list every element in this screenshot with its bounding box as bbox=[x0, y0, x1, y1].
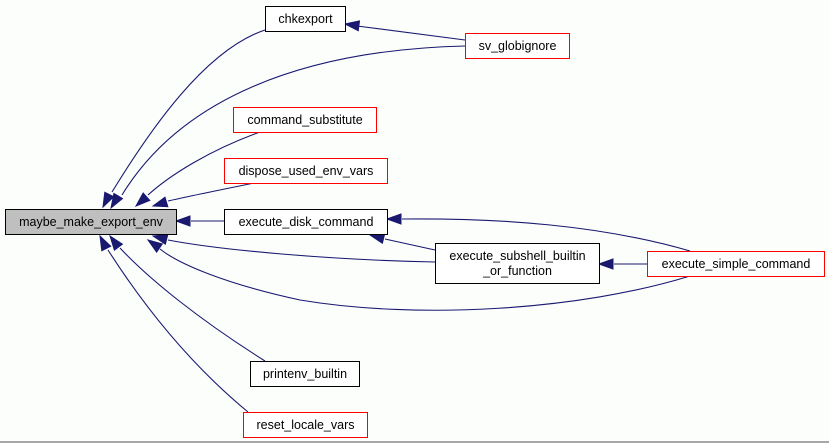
node-box[interactable] bbox=[224, 158, 388, 184]
edge-sv_globignore-to-maybe_make_export_env bbox=[110, 45, 466, 210]
nodes-layer: maybe_make_export_env chkexport sv_globign… bbox=[5, 6, 825, 438]
arrowhead-icon bbox=[134, 192, 151, 207]
arrowhead-icon bbox=[151, 196, 169, 208]
arrowhead-icon bbox=[151, 233, 169, 246]
node-label: sv_globignore bbox=[479, 39, 557, 53]
node-box[interactable] bbox=[243, 412, 368, 438]
node-label: _or_function bbox=[482, 264, 552, 278]
edge-execute_subshell_builtin_or_function-to-maybe_make_export_env bbox=[151, 233, 436, 263]
edge-execute_simple_command-to-execute_subshell_builtin_or_function bbox=[597, 258, 647, 270]
node-label: maybe_make_export_env bbox=[19, 215, 164, 229]
arrowhead-icon bbox=[109, 234, 124, 252]
node-label: execute_disk_command bbox=[239, 215, 374, 229]
edge-line bbox=[119, 247, 266, 362]
edge-execute_disk_command-to-maybe_make_export_env bbox=[174, 215, 224, 227]
arrowhead-icon bbox=[597, 258, 614, 270]
node-box[interactable] bbox=[465, 33, 570, 59]
node-label: execute_subshell_builtin bbox=[449, 249, 585, 263]
bottom-divider bbox=[0, 441, 829, 443]
edge-line bbox=[107, 249, 249, 413]
edge-line bbox=[111, 29, 266, 193]
node-dispose-used-env-vars[interactable]: dispose_used_env_vars bbox=[224, 158, 388, 184]
node-printenv-builtin[interactable]: printenv_builtin bbox=[250, 361, 360, 387]
node-label: printenv_builtin bbox=[263, 367, 347, 381]
arrowhead-icon bbox=[110, 192, 124, 210]
node-box[interactable] bbox=[233, 107, 377, 133]
edges-layer bbox=[99, 20, 691, 413]
node-label: chkexport bbox=[278, 12, 333, 26]
edge-line bbox=[401, 218, 691, 252]
edge-command_substitute-to-maybe_make_export_env bbox=[134, 131, 261, 207]
node-box[interactable] bbox=[5, 209, 177, 235]
edge-printenv_builtin-to-maybe_make_export_env bbox=[109, 234, 266, 362]
edge-line bbox=[167, 239, 436, 263]
arrowhead-icon bbox=[99, 234, 112, 252]
node-box[interactable] bbox=[435, 243, 600, 284]
node-box[interactable] bbox=[265, 6, 346, 32]
node-label: dispose_used_env_vars bbox=[239, 164, 374, 178]
arrowhead-icon bbox=[385, 213, 402, 225]
edge-execute_simple_command-to-maybe_make_export_env bbox=[146, 239, 691, 311]
node-reset-locale-vars[interactable]: reset_locale_vars bbox=[243, 412, 368, 438]
node-label: execute_simple_command bbox=[662, 257, 811, 271]
arrowhead-icon bbox=[146, 239, 164, 253]
edge-line bbox=[167, 182, 255, 202]
edge-dispose_used_env_vars-to-maybe_make_export_env bbox=[151, 182, 255, 208]
node-execute-subshell-builtin-or-function[interactable]: execute_subshell_builtin_or_function bbox=[435, 243, 600, 284]
edge-line bbox=[356, 25, 466, 41]
node-command-substitute[interactable]: command_substitute bbox=[233, 107, 377, 133]
edge-chkexport-to-maybe_make_export_env bbox=[102, 29, 266, 209]
edge-reset_locale_vars-to-maybe_make_export_env bbox=[99, 234, 249, 413]
node-label: command_substitute bbox=[247, 113, 362, 127]
arrowhead-icon bbox=[343, 20, 361, 32]
edge-line bbox=[147, 131, 261, 196]
node-maybe-make-export-env[interactable]: maybe_make_export_env bbox=[5, 209, 177, 235]
node-execute-simple-command[interactable]: execute_simple_command bbox=[647, 251, 825, 277]
node-label: reset_locale_vars bbox=[257, 418, 355, 432]
node-execute-disk-command[interactable]: execute_disk_command bbox=[224, 209, 388, 235]
edge-execute_simple_command-to-execute_disk_command bbox=[385, 213, 691, 252]
node-box[interactable] bbox=[224, 209, 388, 235]
edge-line bbox=[159, 248, 691, 311]
node-box[interactable] bbox=[250, 361, 360, 387]
edge-sv_globignore-to-chkexport bbox=[343, 20, 466, 41]
node-box[interactable] bbox=[647, 251, 825, 277]
node-sv-globignore[interactable]: sv_globignore bbox=[465, 33, 570, 59]
arrowhead-icon bbox=[102, 191, 115, 209]
edge-line bbox=[121, 45, 466, 196]
edge-line bbox=[384, 238, 436, 251]
edge-execute_subshell_builtin_or_function-to-execute_disk_command bbox=[368, 232, 436, 251]
node-chkexport[interactable]: chkexport bbox=[265, 6, 346, 32]
arrowhead-icon bbox=[174, 215, 191, 227]
